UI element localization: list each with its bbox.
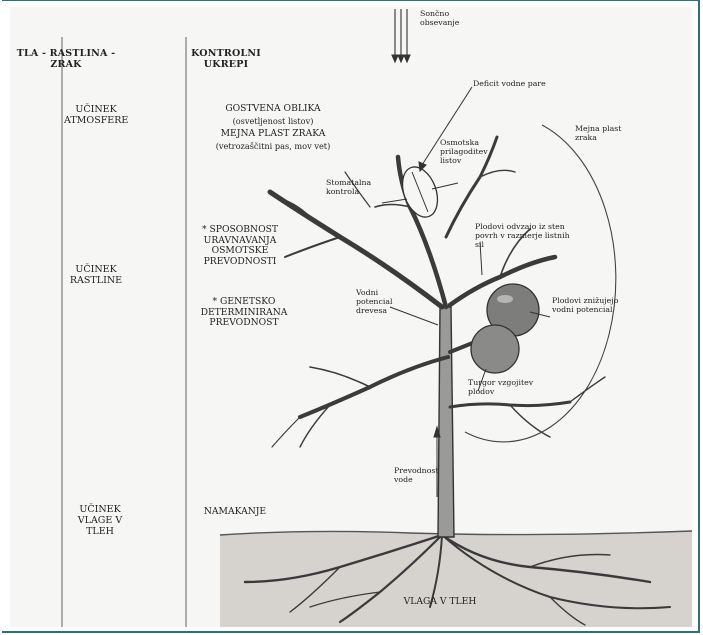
measure-windbreak: (vetrozaščitni pas, mov vet) bbox=[188, 142, 358, 151]
label-soil-moisture: VLAGA V TLEH bbox=[370, 597, 510, 608]
effect-atmosphere: UČINEK ATMOSFERE bbox=[64, 105, 128, 127]
measure-genetic-conductance: * GENETSKO DETERMINIRANA PREVODNOST bbox=[192, 297, 296, 329]
label-osmotic-adjustment: Osmotska prilagoditev listov bbox=[440, 139, 510, 166]
effect-plant: UČINEK RASTLINE bbox=[64, 265, 128, 287]
radiation-arrows bbox=[392, 9, 410, 62]
measure-irrigation: NAMAKANJE bbox=[190, 507, 280, 518]
label-tree-water-potential: Vodni potencial drevesa bbox=[356, 289, 416, 316]
tree-branches bbox=[270, 137, 605, 447]
header-control-measures: KONTROLNI UKREPI bbox=[188, 49, 264, 71]
diagram-panel: TLA - RASTLINA - ZRAK KONTROLNI UKREPI U… bbox=[10, 7, 692, 627]
label-vapour-deficit: Deficit vodne pare bbox=[473, 80, 583, 89]
label-radiation: Sončno obsevanje bbox=[420, 10, 480, 28]
label-boundary-layer: Mejna plast zraka bbox=[575, 125, 635, 143]
measure-boundary-layer: MEJNA PLAST ZRAKA bbox=[188, 129, 358, 140]
label-fruit-turgor: Turgor vzgojitev plodov bbox=[468, 379, 558, 397]
measure-canopy-shape: GOSTVENA OBLIKA bbox=[188, 104, 358, 115]
header-soil-plant-air: TLA - RASTLINA - ZRAK bbox=[10, 49, 122, 71]
measure-osmotic-regulation: * SPOSOBNOST URAVNAVANJA OSMOTSKE PREVOD… bbox=[192, 225, 288, 267]
fruit-highlight bbox=[497, 295, 513, 303]
label-stomatal-control: Stomatalna kontrola bbox=[326, 179, 386, 197]
label-fruit-water-potential: Plodovi znižujejo vodni potencial bbox=[552, 297, 622, 315]
measure-leaf-exposure: (osvetljenost listov) bbox=[188, 117, 358, 126]
label-water-conductance: Prevodnost vode bbox=[394, 467, 444, 485]
tree-trunk bbox=[438, 307, 454, 537]
fruit-lower bbox=[471, 325, 519, 373]
label-fruit-water-withdrawal: Plodovi odvzajo iz sten povrh v razmerje… bbox=[475, 223, 575, 250]
effect-soil-moisture: UČINEK VLAGE V TLEH bbox=[70, 505, 130, 538]
